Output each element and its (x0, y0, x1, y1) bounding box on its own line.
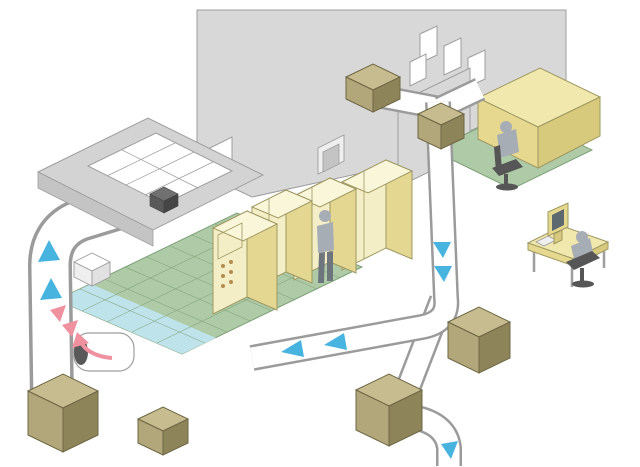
airflow-arrow-up-icon (40, 278, 62, 300)
ceiling-air-handling-panels (86, 132, 234, 205)
cold-water-basin (57, 284, 216, 354)
control-cabinet (211, 210, 279, 315)
rooftop-fan-unit-2 (416, 102, 466, 150)
outdoor-workstation (526, 202, 610, 288)
standing-operator (317, 210, 334, 283)
exhaust-riser-duct (28, 187, 123, 401)
pink-arrow-icon (62, 320, 78, 337)
office-room (430, 67, 602, 191)
airflow-arrow-out-icon (441, 441, 458, 459)
pink-curved-arrow-icon (80, 342, 113, 360)
recirculation-arrows (50, 305, 113, 360)
seated-operator (566, 231, 600, 288)
airflow-arrow-down-icon (433, 242, 451, 258)
monitor-screen (552, 209, 564, 231)
window-icon (443, 37, 462, 76)
wall-vent (317, 134, 345, 175)
side-ahu (446, 306, 512, 374)
office-chair (492, 159, 523, 176)
airflow-arrow-left-icon (324, 333, 347, 350)
pink-arrow-icon (50, 305, 66, 322)
roof-vent (149, 186, 179, 214)
outdoor-ahu-large (26, 373, 100, 453)
bottom-ahu (354, 373, 424, 447)
computer-monitor (547, 202, 569, 245)
plant-room-roof (36, 117, 265, 247)
window-icon (419, 25, 438, 64)
control-panel-dots (221, 260, 233, 288)
operator-chair (566, 251, 600, 270)
rooftop-fan-unit (344, 63, 402, 113)
seated-office-worker (492, 121, 523, 191)
airflow-arrow-down-icon (434, 266, 452, 282)
outdoor-ahu-small (136, 406, 190, 456)
server-cabinets (211, 159, 414, 315)
airflow-arrow-up-icon (38, 240, 60, 262)
window-icon (409, 53, 427, 87)
roof-fascia (37, 171, 154, 247)
airflow-arrow-left-icon (281, 340, 304, 357)
floor-outlet-box (72, 252, 112, 287)
